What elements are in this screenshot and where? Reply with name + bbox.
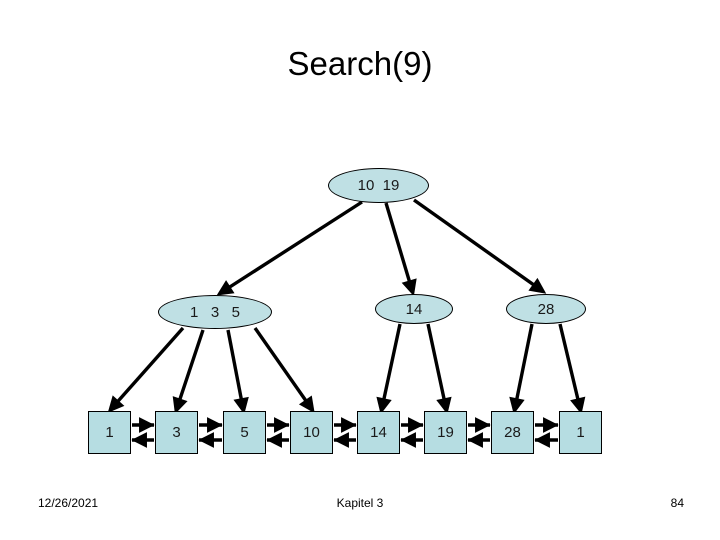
tree-edge-1 xyxy=(384,202,417,297)
footer-date: 12/26/2021 xyxy=(38,496,99,510)
tree-leaf-3: 10 xyxy=(290,411,333,454)
tree-leaf-2: 5 xyxy=(223,411,266,454)
tree-edge-5 xyxy=(226,329,249,415)
tree-leaf-0: 1 xyxy=(88,411,131,454)
tree-edge-group xyxy=(107,198,586,415)
tree-leaf-1: 3 xyxy=(155,411,198,454)
footer-chapter-label: Kapitel 3 xyxy=(336,496,384,510)
tree-edge-9 xyxy=(509,323,534,415)
tree-edge-7 xyxy=(376,323,402,415)
tree-leaf-7: 1 xyxy=(559,411,602,454)
tree-edge-8 xyxy=(426,323,452,415)
tree-edge-3 xyxy=(107,326,185,413)
tree-node-internal-0: 1 3 5 xyxy=(158,295,272,329)
tree-edge-10 xyxy=(558,323,586,415)
tree-node-internal-1: 14 xyxy=(375,294,453,324)
tree-edge-0 xyxy=(216,200,363,296)
tree-leaf-6: 28 xyxy=(491,411,534,454)
tree-leaf-4: 14 xyxy=(357,411,400,454)
tree-edge-6 xyxy=(253,327,315,414)
tree-leaf-5: 19 xyxy=(424,411,467,454)
page-title: Search(9) xyxy=(287,45,433,82)
footer-page-number: 84 xyxy=(670,496,684,510)
tree-edge-2 xyxy=(413,198,547,294)
tree-node-internal-2: 28 xyxy=(506,294,586,324)
tree-edge-4 xyxy=(172,329,205,415)
leaf-link-group xyxy=(131,417,559,448)
tree-node-root: 10 19 xyxy=(328,168,429,203)
